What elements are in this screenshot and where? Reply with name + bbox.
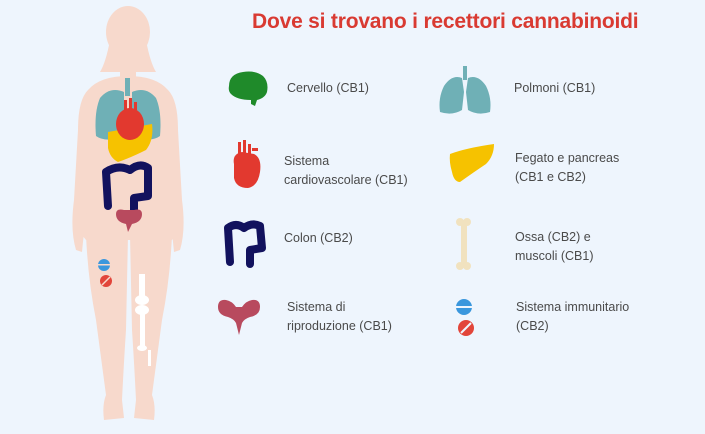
legend-label-immune-line1: Sistema immunitario bbox=[516, 300, 630, 314]
legend-label-heart-line1: Sistema bbox=[284, 154, 330, 168]
legend-label-colon: Colon (CB2) bbox=[284, 231, 353, 245]
page-title: Dove si trovano i recettori cannabinoidi bbox=[252, 10, 639, 33]
colon-organ bbox=[102, 161, 152, 216]
legend-label-reproductive-line2: riproduzione (CB1) bbox=[287, 319, 392, 333]
immune-cells-marker bbox=[98, 259, 112, 287]
heart-icon bbox=[233, 140, 261, 188]
legend-label-liver-line2: (CB1 e CB2) bbox=[515, 170, 586, 184]
lungs-icon bbox=[439, 66, 491, 114]
human-body-illustration bbox=[72, 6, 184, 420]
reproductive-icon bbox=[218, 299, 260, 335]
legend-label-bone-line1: Ossa (CB2) e bbox=[515, 230, 591, 244]
leg-bones bbox=[135, 274, 151, 366]
legend-label-reproductive-line1: Sistema di bbox=[287, 300, 346, 314]
reproductive-organ bbox=[116, 209, 142, 232]
brain-icon bbox=[228, 71, 268, 106]
immune-cells-icon bbox=[456, 299, 474, 336]
heart-organ bbox=[116, 98, 144, 140]
colon-icon bbox=[224, 220, 266, 268]
legend-label-immune-line2: (CB2) bbox=[516, 319, 549, 333]
legend-label-heart-line2: cardiovascolare (CB1) bbox=[284, 173, 408, 187]
legend-label-liver-line1: Fegato e pancreas bbox=[515, 151, 620, 165]
legend-label-lungs: Polmoni (CB1) bbox=[514, 81, 596, 95]
legend-label-bone-line2: muscoli (CB1) bbox=[515, 249, 594, 263]
liver-icon bbox=[449, 144, 494, 182]
bone-icon bbox=[456, 218, 471, 270]
legend-label-brain: Cervello (CB1) bbox=[287, 81, 369, 95]
